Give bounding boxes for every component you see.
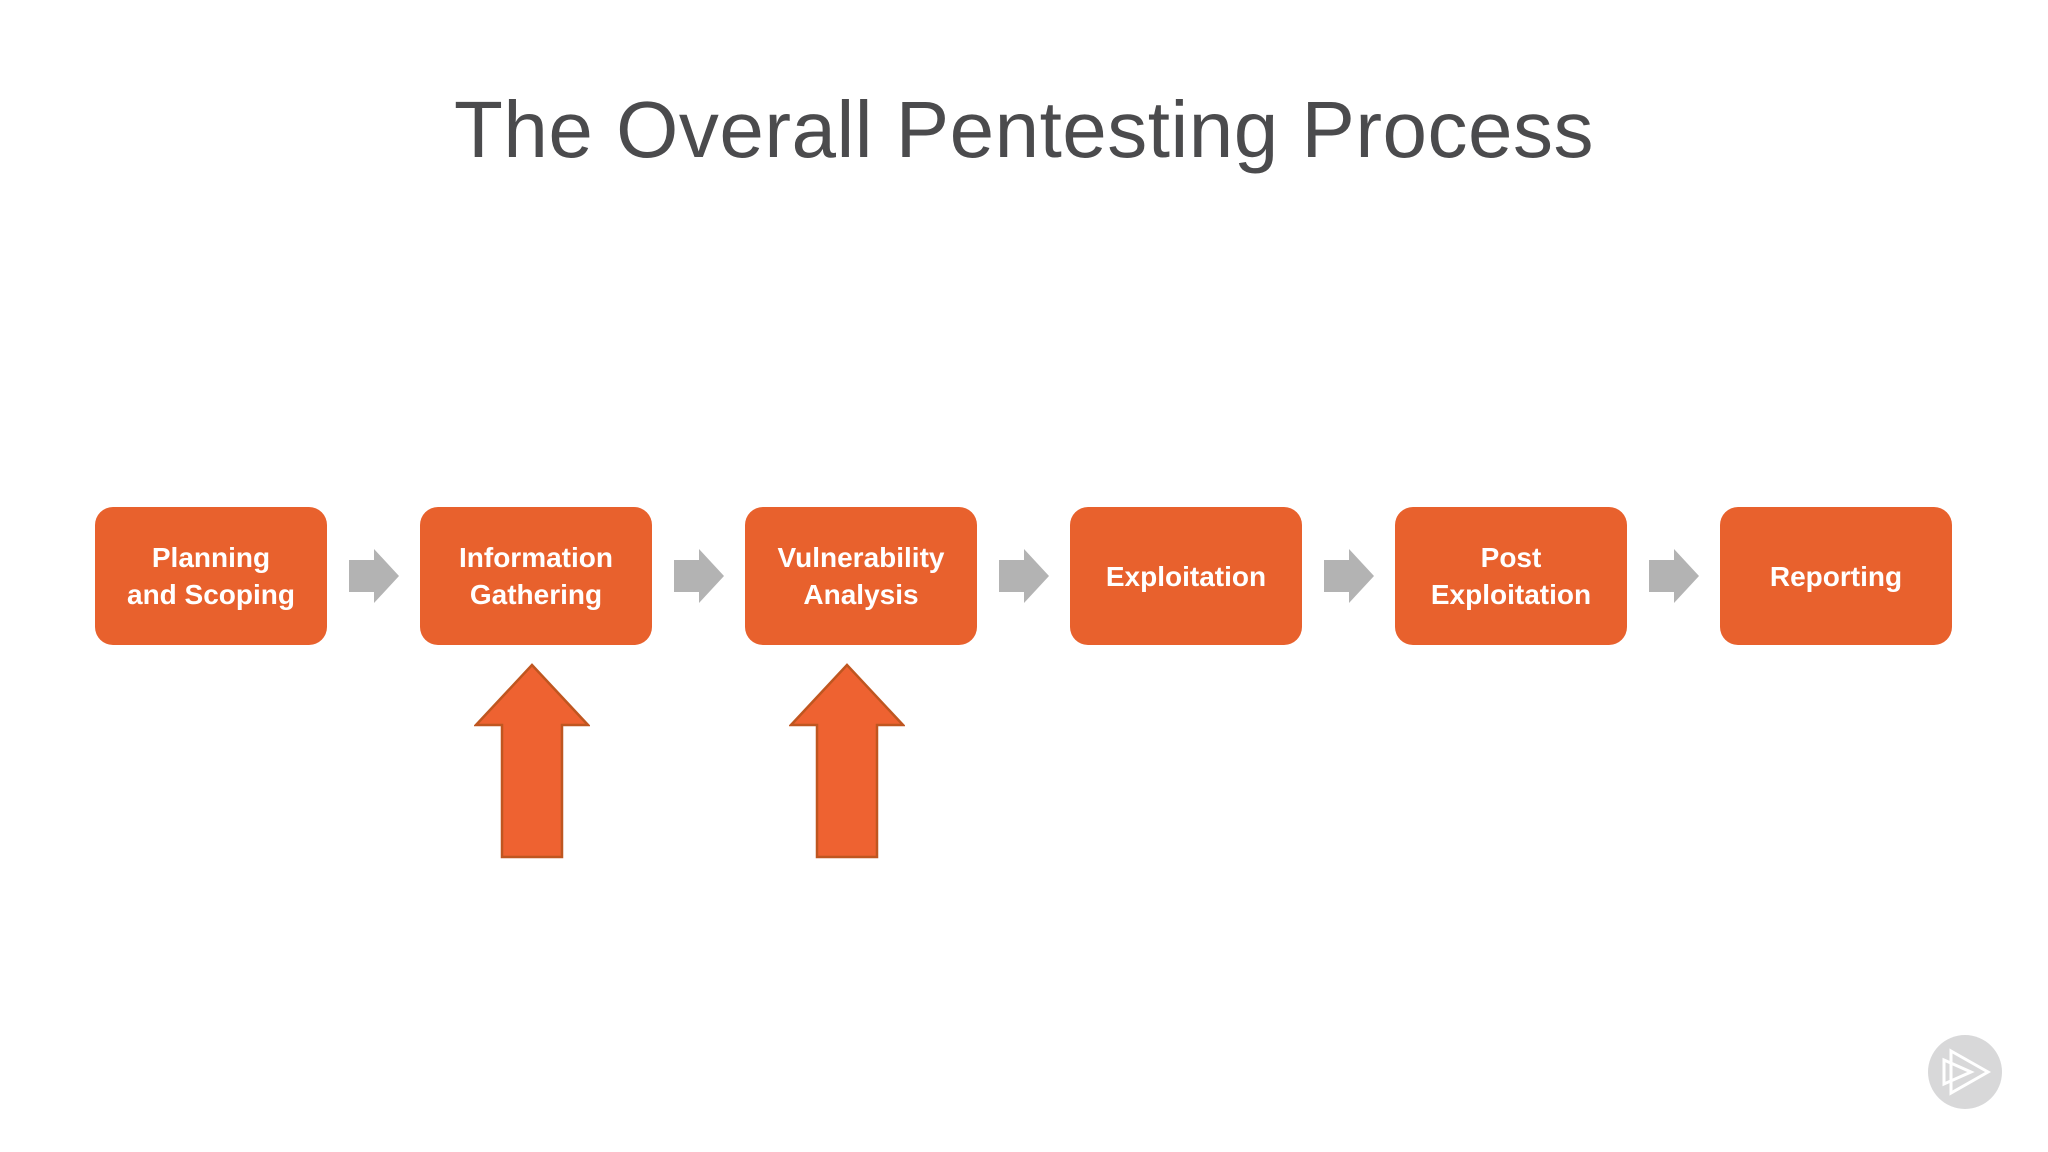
- flow-connector-2: [652, 507, 745, 645]
- process-step-label: Information Gathering: [459, 542, 613, 610]
- slide-title: The Overall Pentesting Process: [454, 85, 1594, 174]
- process-step-vulnerability-analysis: Vulnerability Analysis: [745, 507, 977, 645]
- pluralsight-logo: [1928, 1035, 2002, 1109]
- process-step-post-exploitation: Post Exploitation: [1395, 507, 1627, 645]
- right-arrow-icon: [1648, 549, 1699, 603]
- process-step-label: Reporting: [1769, 560, 1903, 592]
- right-arrow-icon: [673, 549, 724, 603]
- process-step-label: Vulnerability Analysis: [777, 542, 945, 610]
- process-step-planning-and-scoping: Planning and Scoping: [95, 507, 327, 645]
- process-step-information-gathering: Information Gathering: [420, 507, 652, 645]
- flow-connector-4: [1302, 507, 1395, 645]
- flow-connector-3: [977, 507, 1070, 645]
- process-step-label: Exploitation: [1105, 560, 1267, 592]
- highlight-arrow-information-gathering: [474, 663, 590, 859]
- highlight-arrow-vulnerability-analysis: [789, 663, 905, 859]
- process-step-exploitation: Exploitation: [1070, 507, 1302, 645]
- right-arrow-icon: [348, 549, 399, 603]
- right-arrow-icon: [1323, 549, 1374, 603]
- process-step-label: Post Exploitation: [1430, 542, 1592, 610]
- flow-connector-5: [1627, 507, 1720, 645]
- process-step-label: Planning and Scoping: [127, 542, 295, 610]
- pluralsight-play-icon: [1942, 1048, 1992, 1096]
- process-step-reporting: Reporting: [1720, 507, 1952, 645]
- right-arrow-icon: [998, 549, 1049, 603]
- process-flow: Planning and Scoping Information Gatheri…: [95, 507, 1952, 645]
- flow-connector-1: [327, 507, 420, 645]
